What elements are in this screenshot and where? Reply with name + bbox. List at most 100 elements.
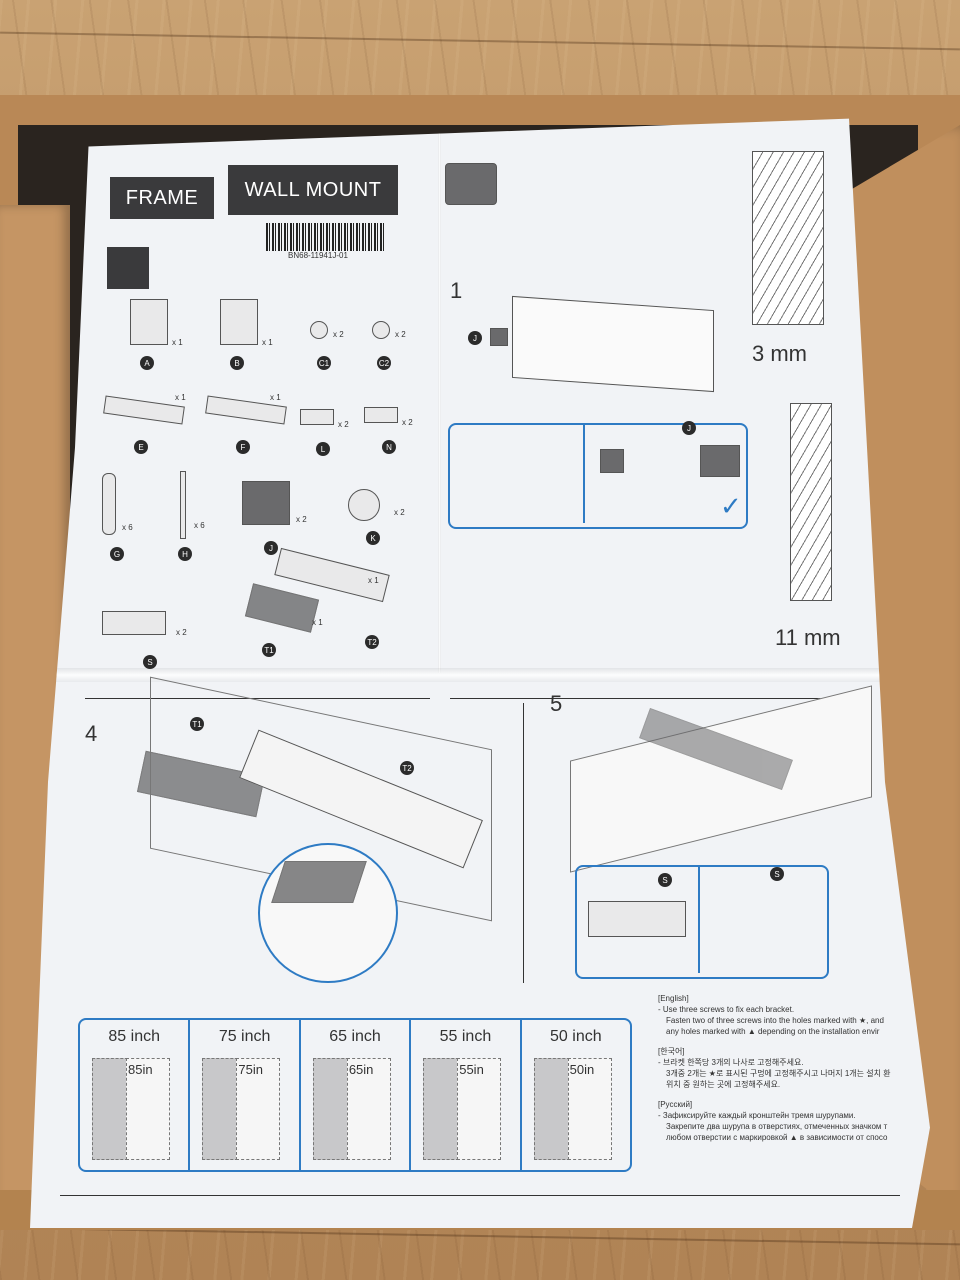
- bottom-rule: [60, 1195, 900, 1196]
- part-c1: [310, 321, 328, 339]
- part-e-qty: x 1: [175, 393, 186, 402]
- part-j-qty: x 2: [296, 515, 307, 524]
- size-55: 55 inch 55in: [411, 1020, 522, 1170]
- en-line3: any holes marked with ▲ depending on the…: [666, 1027, 880, 1036]
- size-75-tag: 75in: [238, 1062, 263, 1077]
- part-b-qty: x 1: [262, 338, 273, 347]
- wall-section-top: [752, 151, 824, 325]
- part-c2: [372, 321, 390, 339]
- ru-line2: Закрепите два шурупа в отверстиях, отмеч…: [666, 1122, 888, 1131]
- step5-detail-divider: [698, 867, 700, 973]
- cardboard-box: FRAME WALL MOUNT BN68-11941J-01 x 1 A x …: [0, 95, 960, 1230]
- size-75: 75 inch 75in: [190, 1020, 301, 1170]
- size-55-tag: 55in: [459, 1062, 484, 1077]
- part-h: [180, 471, 186, 539]
- part-c2-qty: x 2: [395, 330, 406, 339]
- barcode: [266, 223, 386, 251]
- part-h-badge: H: [178, 547, 192, 561]
- step1-detail-divider: [583, 425, 585, 523]
- part-a: [130, 299, 168, 345]
- vertical-divider-bottom: [523, 703, 524, 983]
- step1-detail-box: [448, 423, 748, 529]
- part-b: [220, 299, 258, 345]
- part-k-badge: K: [366, 531, 380, 545]
- part-j-badge: J: [264, 541, 278, 555]
- part-s-badge: S: [143, 655, 157, 669]
- en-line1: - Use three screws to fix each bracket.: [658, 1005, 795, 1014]
- part-t1-qty: x 1: [312, 618, 323, 627]
- step1-j-plate: [490, 328, 508, 346]
- checkmark-icon: ✓: [720, 491, 742, 521]
- part-e: [103, 395, 185, 425]
- ko-line3: 위치 중 원하는 곳에 고정해주세요.: [666, 1080, 781, 1089]
- size-75-panel2: [236, 1058, 281, 1160]
- frame-label: FRAME: [110, 177, 214, 219]
- step5-table: [570, 685, 872, 873]
- size-65: 65 inch 65in: [301, 1020, 412, 1170]
- size-65-panel: [312, 1058, 349, 1160]
- en-line2: Fasten two of three screws into the hole…: [666, 1016, 884, 1025]
- fold-line-vertical: [438, 118, 441, 673]
- size-55-panel2: [457, 1058, 502, 1160]
- instructions-english: [English] - Use three screws to fix each…: [658, 993, 918, 1037]
- size-50-panel: [533, 1058, 570, 1160]
- section-divider-right: [450, 698, 870, 699]
- part-c2-badge: C2: [377, 356, 391, 370]
- step1-j-badge: J: [468, 331, 482, 345]
- en-title: [English]: [658, 994, 689, 1003]
- wall-section-bottom: [790, 403, 832, 601]
- size-85: 85 inch 85in: [80, 1020, 191, 1170]
- part-k: [348, 489, 380, 521]
- size-75-label: 75 inch: [218, 1028, 271, 1045]
- size-55-panel: [423, 1058, 460, 1160]
- part-a-qty: x 1: [172, 338, 183, 347]
- step4-zoom-template: [271, 861, 367, 903]
- section-divider-top: [85, 698, 430, 699]
- size-85-panel2: [126, 1058, 170, 1160]
- fold-line-horizontal: [30, 668, 930, 682]
- step4-t1-badge: T1: [190, 717, 204, 731]
- size-75-panel: [202, 1058, 239, 1160]
- part-c1-badge: C1: [317, 356, 331, 370]
- step1-tv-icon: [445, 163, 497, 205]
- part-n: [364, 407, 398, 423]
- parts-box-icon: [107, 247, 149, 289]
- instructions-korean: [한국어] - 브라켓 한쪽당 3개의 나사로 고정해주세요. 3개중 2개는 …: [658, 1046, 918, 1090]
- step-1-number: 1: [450, 278, 463, 303]
- step1-j-plate-right: [700, 445, 740, 477]
- size-85-tag: 85in: [128, 1062, 153, 1077]
- step5-s-badge-left: S: [658, 873, 672, 887]
- part-l: [300, 409, 334, 425]
- size-65-label: 65 inch: [329, 1028, 381, 1045]
- part-e-badge: E: [134, 440, 148, 454]
- part-g: [102, 473, 116, 535]
- ko-title: [한국어]: [658, 1047, 685, 1056]
- ko-line1: - 브라켓 한쪽당 3개의 나사로 고정해주세요.: [658, 1058, 804, 1067]
- step-4-number: 4: [85, 721, 98, 746]
- ru-line1: - Зафиксируйте каждый кронштейн тремя шу…: [658, 1111, 856, 1120]
- part-code: BN68-11941J-01: [288, 251, 348, 260]
- part-n-qty: x 2: [402, 418, 413, 427]
- part-l-qty: x 2: [338, 420, 349, 429]
- part-c1-qty: x 2: [333, 330, 344, 339]
- size-85-label: 85 inch: [108, 1028, 160, 1045]
- part-t1: [244, 583, 320, 633]
- part-f-badge: F: [236, 440, 250, 454]
- ru-title: [Русский]: [658, 1100, 693, 1109]
- measurement-3mm: 3 mm: [752, 341, 807, 366]
- part-g-qty: x 6: [122, 523, 133, 532]
- part-j: [242, 481, 290, 525]
- step5-detail-box: [575, 865, 829, 979]
- part-k-qty: x 2: [394, 508, 405, 517]
- size-85-panel: [92, 1058, 128, 1160]
- step4-t2-badge: T2: [400, 761, 414, 775]
- part-t1-badge: T1: [262, 643, 276, 657]
- step-5-number: 5: [550, 691, 563, 716]
- instructions-russian: [Русский] - Зафиксируйте каждый кронштей…: [658, 1099, 918, 1143]
- size-65-panel2: [346, 1058, 391, 1160]
- ko-line2: 3개중 2개는 ★로 표시된 구멍에 고정해주시고 나머지 1개는 설치 환: [666, 1069, 891, 1078]
- tv-size-strip: 85 inch 85in 75 inch 75in 65 inch 65in 5…: [78, 1018, 632, 1172]
- step1-j-badge-2: J: [682, 421, 696, 435]
- instruction-sheet: FRAME WALL MOUNT BN68-11941J-01 x 1 A x …: [30, 118, 930, 1228]
- part-t2-qty: x 1: [368, 576, 379, 585]
